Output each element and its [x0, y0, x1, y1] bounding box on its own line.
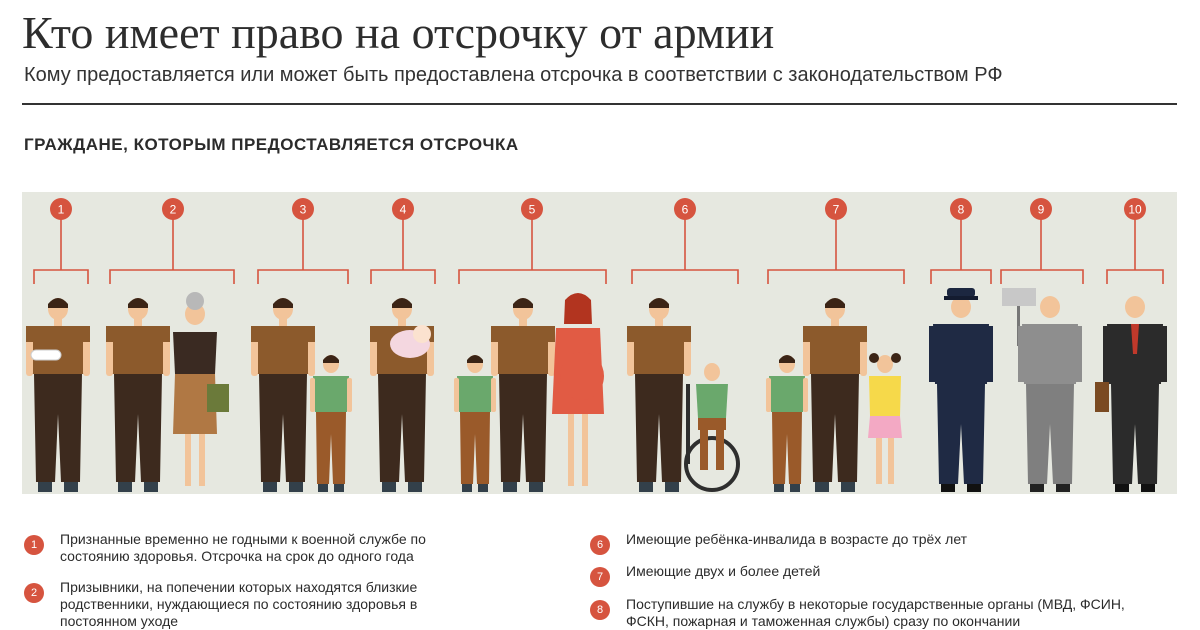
legend-text: Поступившие на службу в некоторые госуда… — [626, 596, 1125, 629]
svg-text:3: 3 — [300, 203, 307, 217]
badge-1: 1 — [50, 198, 72, 220]
page-title: Кто имеет право на отсрочку от армии — [22, 7, 775, 58]
figure-child-wheelchair — [684, 363, 740, 492]
svg-text:6: 6 — [682, 203, 689, 217]
svg-text:9: 9 — [1038, 203, 1045, 217]
badge-10: 10 — [1124, 198, 1146, 220]
legend-badge: 7 — [590, 567, 610, 587]
badge-4: 4 — [392, 198, 414, 220]
legend-badge: 2 — [24, 583, 44, 603]
legend-text: Имеющие двух и более детей — [626, 563, 821, 579]
figure-elderly-woman — [173, 292, 229, 486]
svg-text:8: 8 — [958, 203, 965, 217]
illustration-svg: 1 2 3 4 5 6 7 8 9 10 — [22, 192, 1177, 500]
svg-text:10: 10 — [1128, 203, 1142, 217]
figure-man-injured — [26, 298, 90, 492]
svg-text:4: 4 — [400, 203, 407, 217]
figure-man-with-sign — [1002, 288, 1082, 492]
svg-text:2: 2 — [170, 203, 177, 217]
legend-badge: 6 — [590, 535, 610, 555]
figure-girl — [868, 353, 902, 484]
figure-businessman — [1095, 296, 1167, 492]
badge-6: 6 — [674, 198, 696, 220]
legend-text: Призывники, на попечении которых находят… — [60, 579, 418, 629]
badge-9: 9 — [1030, 198, 1052, 220]
badge-3: 3 — [292, 198, 314, 220]
figure-pregnant-woman — [552, 293, 604, 486]
badge-7: 7 — [825, 198, 847, 220]
legend-text: Имеющие ребёнка-инвалида в возрасте до т… — [626, 531, 968, 547]
figure-man-with-baby — [370, 298, 434, 492]
legend-badge: 8 — [590, 600, 610, 620]
legend-badge: 1 — [24, 535, 44, 555]
legend-text: Признанные временно не годными к военной… — [60, 531, 426, 564]
figure-officer — [929, 288, 993, 492]
illustration-scene: 1 2 3 4 5 6 7 8 9 10 — [22, 172, 1177, 502]
svg-text:1: 1 — [58, 203, 65, 217]
header-divider — [22, 103, 1177, 105]
badge-5: 5 — [521, 198, 543, 220]
badge-2: 2 — [162, 198, 184, 220]
section-title: ГРАЖДАНЕ, КОТОРЫМ ПРЕДОСТАВЛЯЕТСЯ ОТСРОЧ… — [24, 135, 519, 154]
svg-text:5: 5 — [529, 203, 536, 217]
page-subtitle: Кому предоставляется или может быть пред… — [24, 64, 1003, 86]
badge-8: 8 — [950, 198, 972, 220]
svg-text:7: 7 — [833, 203, 840, 217]
